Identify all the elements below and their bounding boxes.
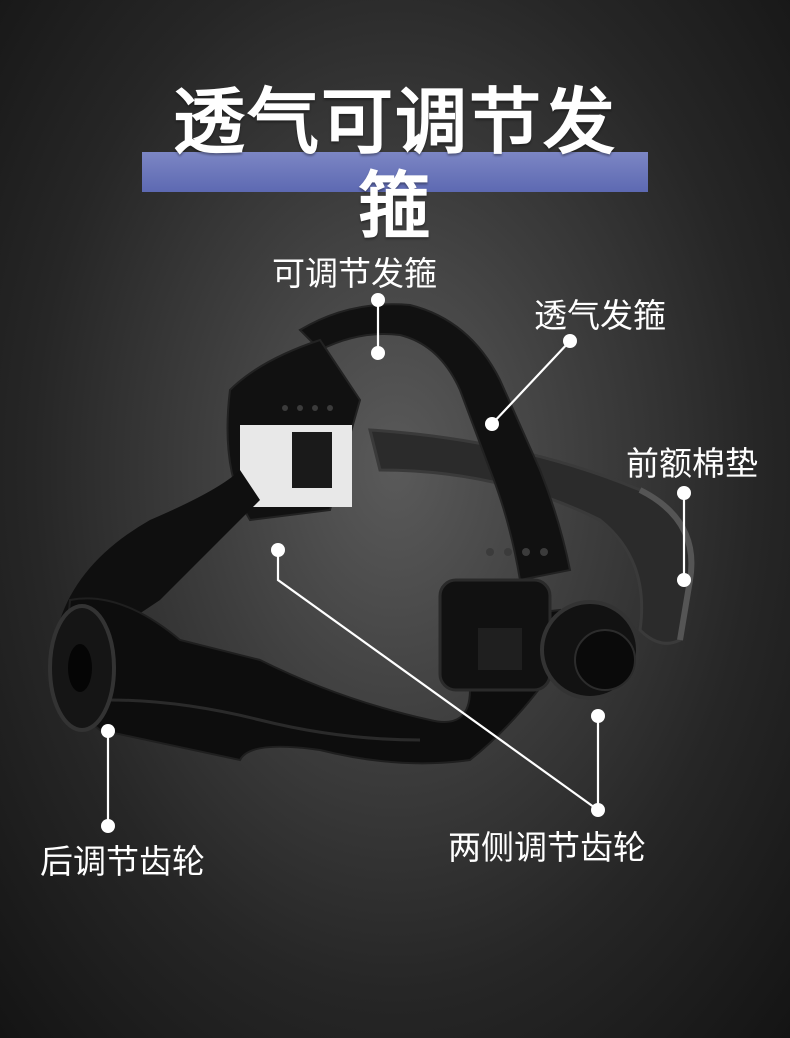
left-window-clip	[292, 432, 332, 488]
label-rear-gear: 后调节齿轮	[40, 842, 205, 881]
rear-gear-center	[68, 644, 92, 692]
band-highlight	[109, 698, 421, 742]
callout-line-breathable-band	[491, 340, 571, 425]
dot-rear-gear-bottom	[101, 819, 115, 833]
vent-holes	[282, 405, 548, 556]
dot-side-gear-bottom	[591, 803, 605, 817]
dot-adjustable-band-top	[371, 293, 385, 307]
title-block: 透气可调节发箍	[142, 80, 648, 248]
title-underline-bar	[142, 152, 648, 192]
dot-rear-gear	[101, 724, 115, 738]
label-side-gears: 两侧调节齿轮	[448, 828, 646, 867]
dot-inner-frame	[271, 543, 285, 557]
label-forehead-pad: 前额棉垫	[626, 444, 758, 483]
page-title: 透气可调节发箍	[172, 80, 617, 248]
callout-dots	[101, 293, 691, 833]
headgear-shape	[48, 303, 695, 765]
dot-breathable-band	[485, 417, 499, 431]
callout-line-side-gear-b	[276, 550, 599, 811]
dot-adjustable-band	[371, 346, 385, 360]
side-plate-slot	[478, 628, 522, 670]
label-breathable-band: 透气发箍	[534, 296, 666, 335]
side-gear-inner	[574, 629, 636, 691]
dot-side-gear	[591, 709, 605, 723]
callout-lines	[106, 300, 686, 826]
dot-breathable-band-top	[563, 334, 577, 348]
dot-forehead-pad	[677, 573, 691, 587]
main-band	[67, 597, 561, 765]
dot-forehead-pad-top	[677, 486, 691, 500]
label-adjustable-band: 可调节发箍	[272, 254, 437, 293]
rear-band	[60, 470, 260, 620]
